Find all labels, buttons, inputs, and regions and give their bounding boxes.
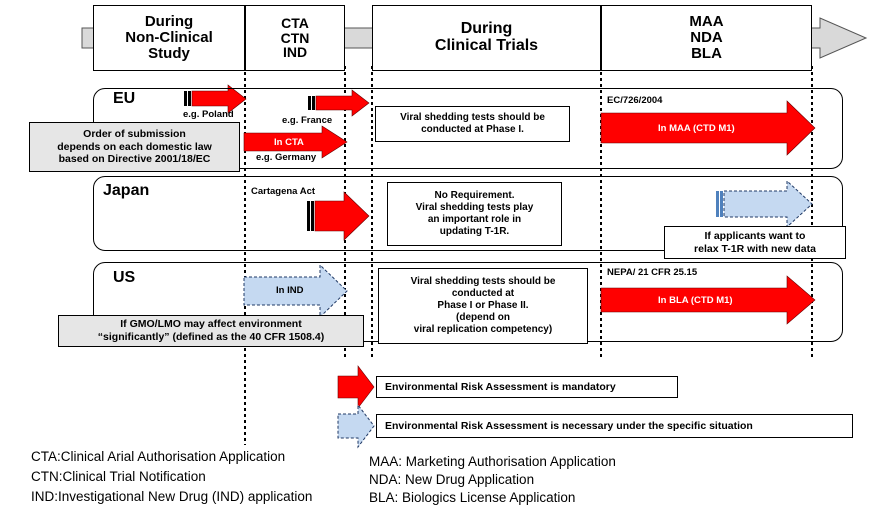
legend-mandatory: Environmental Risk Assessment is mandato… <box>376 376 678 398</box>
us-regulation: NEPA/ 21 CFR 25.15 <box>607 267 698 278</box>
eu-label: EU <box>113 90 136 107</box>
japan-relax-arrow <box>716 179 813 229</box>
footnote-ctn: CTN:Clinical Trial Notification <box>31 469 206 484</box>
eu-france-arrow <box>308 89 370 117</box>
legend-specific-arrow <box>337 403 375 449</box>
eu-maa-arrow <box>600 100 816 156</box>
us-ind-arrow <box>243 263 348 319</box>
us-gmo-note: If GMO/LMO may affect environment “signi… <box>58 315 364 347</box>
eu-poland-label: e.g. Poland <box>183 109 234 120</box>
footnote-maa: MAA: Marketing Authorisation Application <box>369 454 616 469</box>
footnote-nda: NDA: New Drug Application <box>369 472 535 487</box>
footnote-ind: IND:Investigational New Drug (IND) appli… <box>31 489 313 504</box>
eu-germany-label: e.g. Germany <box>256 152 317 163</box>
legend-mandatory-arrow <box>337 365 375 409</box>
eu-maa-arrow-label: In MAA (CTD M1) <box>658 123 735 134</box>
eu-poland-arrow <box>184 84 247 114</box>
japan-clinical-note: No Requirement. Viral shedding tests pla… <box>387 182 562 246</box>
japan-cartagena-arrow <box>307 191 370 241</box>
region-japan <box>93 176 843 251</box>
footnote-cta: CTA:Clinical Arial Authorisation Applica… <box>31 449 286 464</box>
japan-relax-note: If applicants want to relax T-1R with ne… <box>664 226 846 259</box>
phase-cta: CTA CTN IND <box>245 5 345 71</box>
phase-maa: MAA NDA BLA <box>601 5 812 71</box>
phase-nonclinical: During Non-Clinical Study <box>93 5 245 71</box>
eu-order-note: Order of submission depends on each dome… <box>29 122 240 172</box>
japan-act: Cartagena Act <box>251 186 316 197</box>
us-clinical-note: Viral shedding tests should be conducted… <box>378 268 588 344</box>
us-ind-arrow-label: In IND <box>276 285 304 296</box>
japan-label: Japan <box>103 182 150 199</box>
us-label: US <box>113 269 136 286</box>
eu-clinical-note: Viral shedding tests should be conducted… <box>375 106 570 142</box>
phase-clinical: During Clinical Trials <box>372 5 601 71</box>
footnote-bla: BLA: Biologics License Application <box>369 490 576 505</box>
us-bla-arrow-label: In BLA (CTD M1) <box>658 295 733 306</box>
legend-specific: Environmental Risk Assessment is necessa… <box>376 414 853 438</box>
eu-france-label: e.g. France <box>282 115 333 126</box>
eu-cta-arrow <box>243 125 348 159</box>
eu-cta-arrow-label: In CTA <box>274 137 304 148</box>
us-bla-arrow <box>600 275 816 325</box>
eu-regulation: EC/726/2004 <box>607 95 663 106</box>
